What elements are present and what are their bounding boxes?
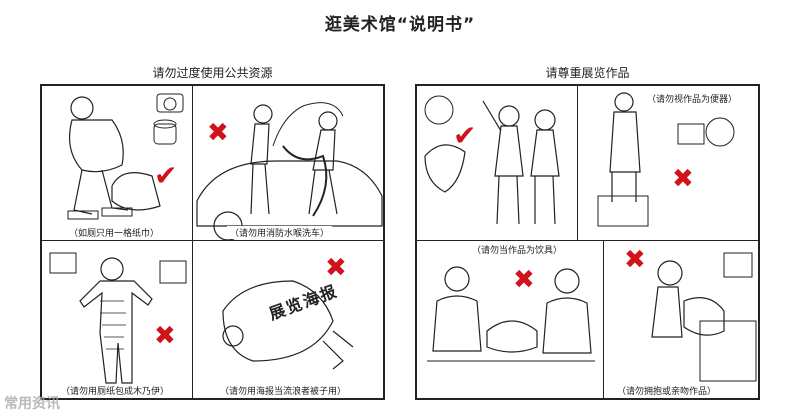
right-panel-1: ✔ [416, 85, 578, 241]
left-panel-1: ✔ （如厕只用一格纸巾） [41, 85, 193, 241]
poster-blanket-scene-illustration [222, 280, 354, 370]
left-panel-3: ✖ （请勿用厕纸包成木乃伊） [41, 240, 193, 399]
page-title: 逛美术馆“说明书” [324, 15, 476, 35]
cross-mark: ✖ [672, 164, 694, 194]
right-panel-2-caption: （请勿视作品为便器） [644, 92, 741, 105]
right-section-heading: 请尊重展览作品 [545, 66, 630, 80]
right-panel-3: （请勿当作品为饮具） ✖ [416, 240, 604, 399]
cross-mark: ✖ [154, 321, 176, 351]
left-panel-4-caption: （请勿用海报当流浪者被子用） [217, 384, 350, 397]
right-panel-3-caption: （请勿当作品为饮具） [469, 243, 566, 256]
admiring-artwork-illustration [424, 95, 560, 225]
mummy-scene-illustration [49, 252, 187, 384]
fire-hose-scene-illustration [196, 102, 383, 240]
cross-mark: ✖ [624, 245, 646, 275]
right-panel-2: （请勿视作品为便器） ✖ [577, 85, 759, 241]
left-panel-2: ✖ （请勿用消防水喉洗车） [192, 85, 384, 241]
check-mark: ✔ [453, 119, 477, 152]
cross-mark: ✖ [513, 265, 535, 295]
left-panel-4: 展览海报 ✖ （请勿用海报当流浪者被子用） [192, 240, 384, 399]
urinal-misuse-illustration [597, 92, 735, 227]
left-panel-3-caption: （请勿用厕纸包成木乃伊） [58, 384, 173, 397]
watermark: 常用资讯 [4, 396, 60, 412]
right-panel-4: ✖ （请勿拥抱或亲吻作品） [603, 240, 759, 399]
cross-mark: ✖ [207, 118, 229, 148]
right-grid: ✔ （请勿视作品为便器） ✖ （请勿当作品为饮具） ✖ [415, 84, 760, 400]
left-panel-2-caption: （请勿用消防水喉洗车） [227, 226, 333, 239]
right-panel-4-caption: （请勿拥抱或亲吻作品） [614, 384, 720, 397]
kissing-artwork-illustration [651, 252, 757, 382]
drinking-from-artwork-illustration [427, 266, 595, 362]
left-section-heading: 请勿过度使用公共资源 [152, 66, 273, 80]
toilet-scene-illustration [67, 93, 184, 220]
left-grid: ✔ （如厕只用一格纸巾） ✖ （请勿用消防水喉洗车） ✖ （请勿用厕纸包成木乃伊… [40, 84, 385, 400]
cross-mark: ✖ [325, 253, 347, 283]
check-mark: ✔ [154, 159, 178, 192]
left-panel-1-caption: （如厕只用一格纸巾） [66, 226, 163, 239]
